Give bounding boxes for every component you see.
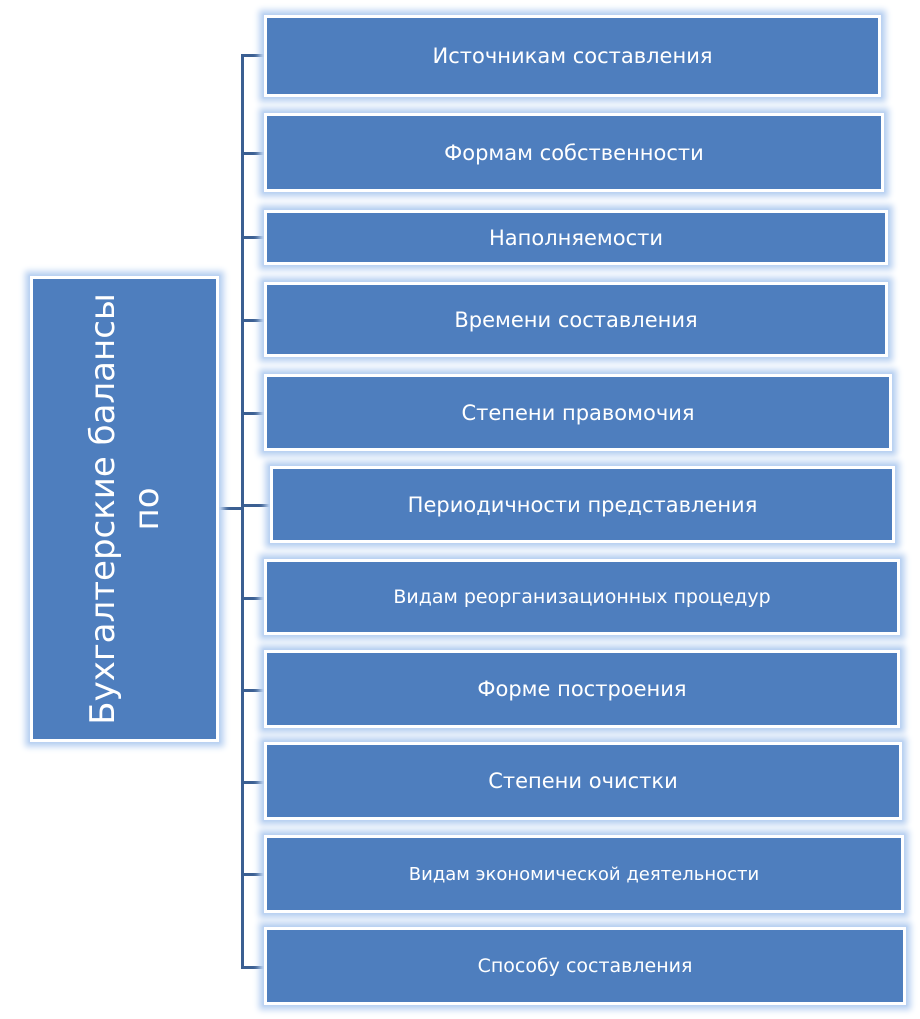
category-label: Способу составления [477, 955, 693, 977]
category-box-authority: Степени правомочия [264, 374, 892, 451]
category-label: Степени очистки [488, 769, 678, 793]
category-box-economic-activity: Видам экономической деятельности [264, 835, 904, 913]
category-box-periodicity: Периодичности представления [270, 466, 895, 543]
branch-line [241, 689, 266, 692]
branch-line [241, 152, 266, 155]
category-label: Форме построения [477, 677, 687, 701]
branch-line [241, 781, 266, 784]
root-label-line2: по [126, 487, 167, 531]
category-box-structure: Форме построения [264, 650, 900, 728]
branch-line [241, 236, 266, 239]
category-label: Формам собственности [444, 140, 704, 165]
root-label-line1: Бухгалтерские балансы [82, 293, 123, 725]
trunk-line [241, 54, 244, 968]
category-box-ownership: Формам собственности [264, 113, 884, 192]
category-label: Времени составления [454, 307, 698, 332]
category-label: Видам реорганизационных процедур [393, 586, 771, 608]
root-category-box: Бухгалтерские балансы по [30, 276, 219, 742]
category-box-sources: Источникам составления [264, 15, 881, 97]
branch-line [241, 966, 266, 969]
root-connector [219, 507, 243, 510]
branch-line [241, 54, 266, 57]
category-box-reorganization: Видам реорганизационных процедур [264, 559, 900, 635]
category-label: Источникам составления [432, 44, 713, 68]
category-box-fullness: Наполняемости [264, 210, 888, 265]
category-label: Периодичности представления [407, 492, 758, 517]
category-box-cleaning: Степени очистки [264, 742, 902, 820]
branch-line [241, 504, 272, 507]
branch-line [241, 597, 266, 600]
category-box-time: Времени составления [264, 282, 888, 357]
branch-line [241, 412, 266, 415]
category-label: Наполняемости [488, 225, 664, 250]
branch-line [241, 873, 266, 876]
category-label: Видам экономической деятельности [408, 863, 760, 885]
root-label: Бухгалтерские балансы по [81, 279, 169, 739]
category-label: Степени правомочия [461, 400, 695, 425]
category-box-method: Способу составления [264, 927, 906, 1005]
branch-line [241, 319, 266, 322]
